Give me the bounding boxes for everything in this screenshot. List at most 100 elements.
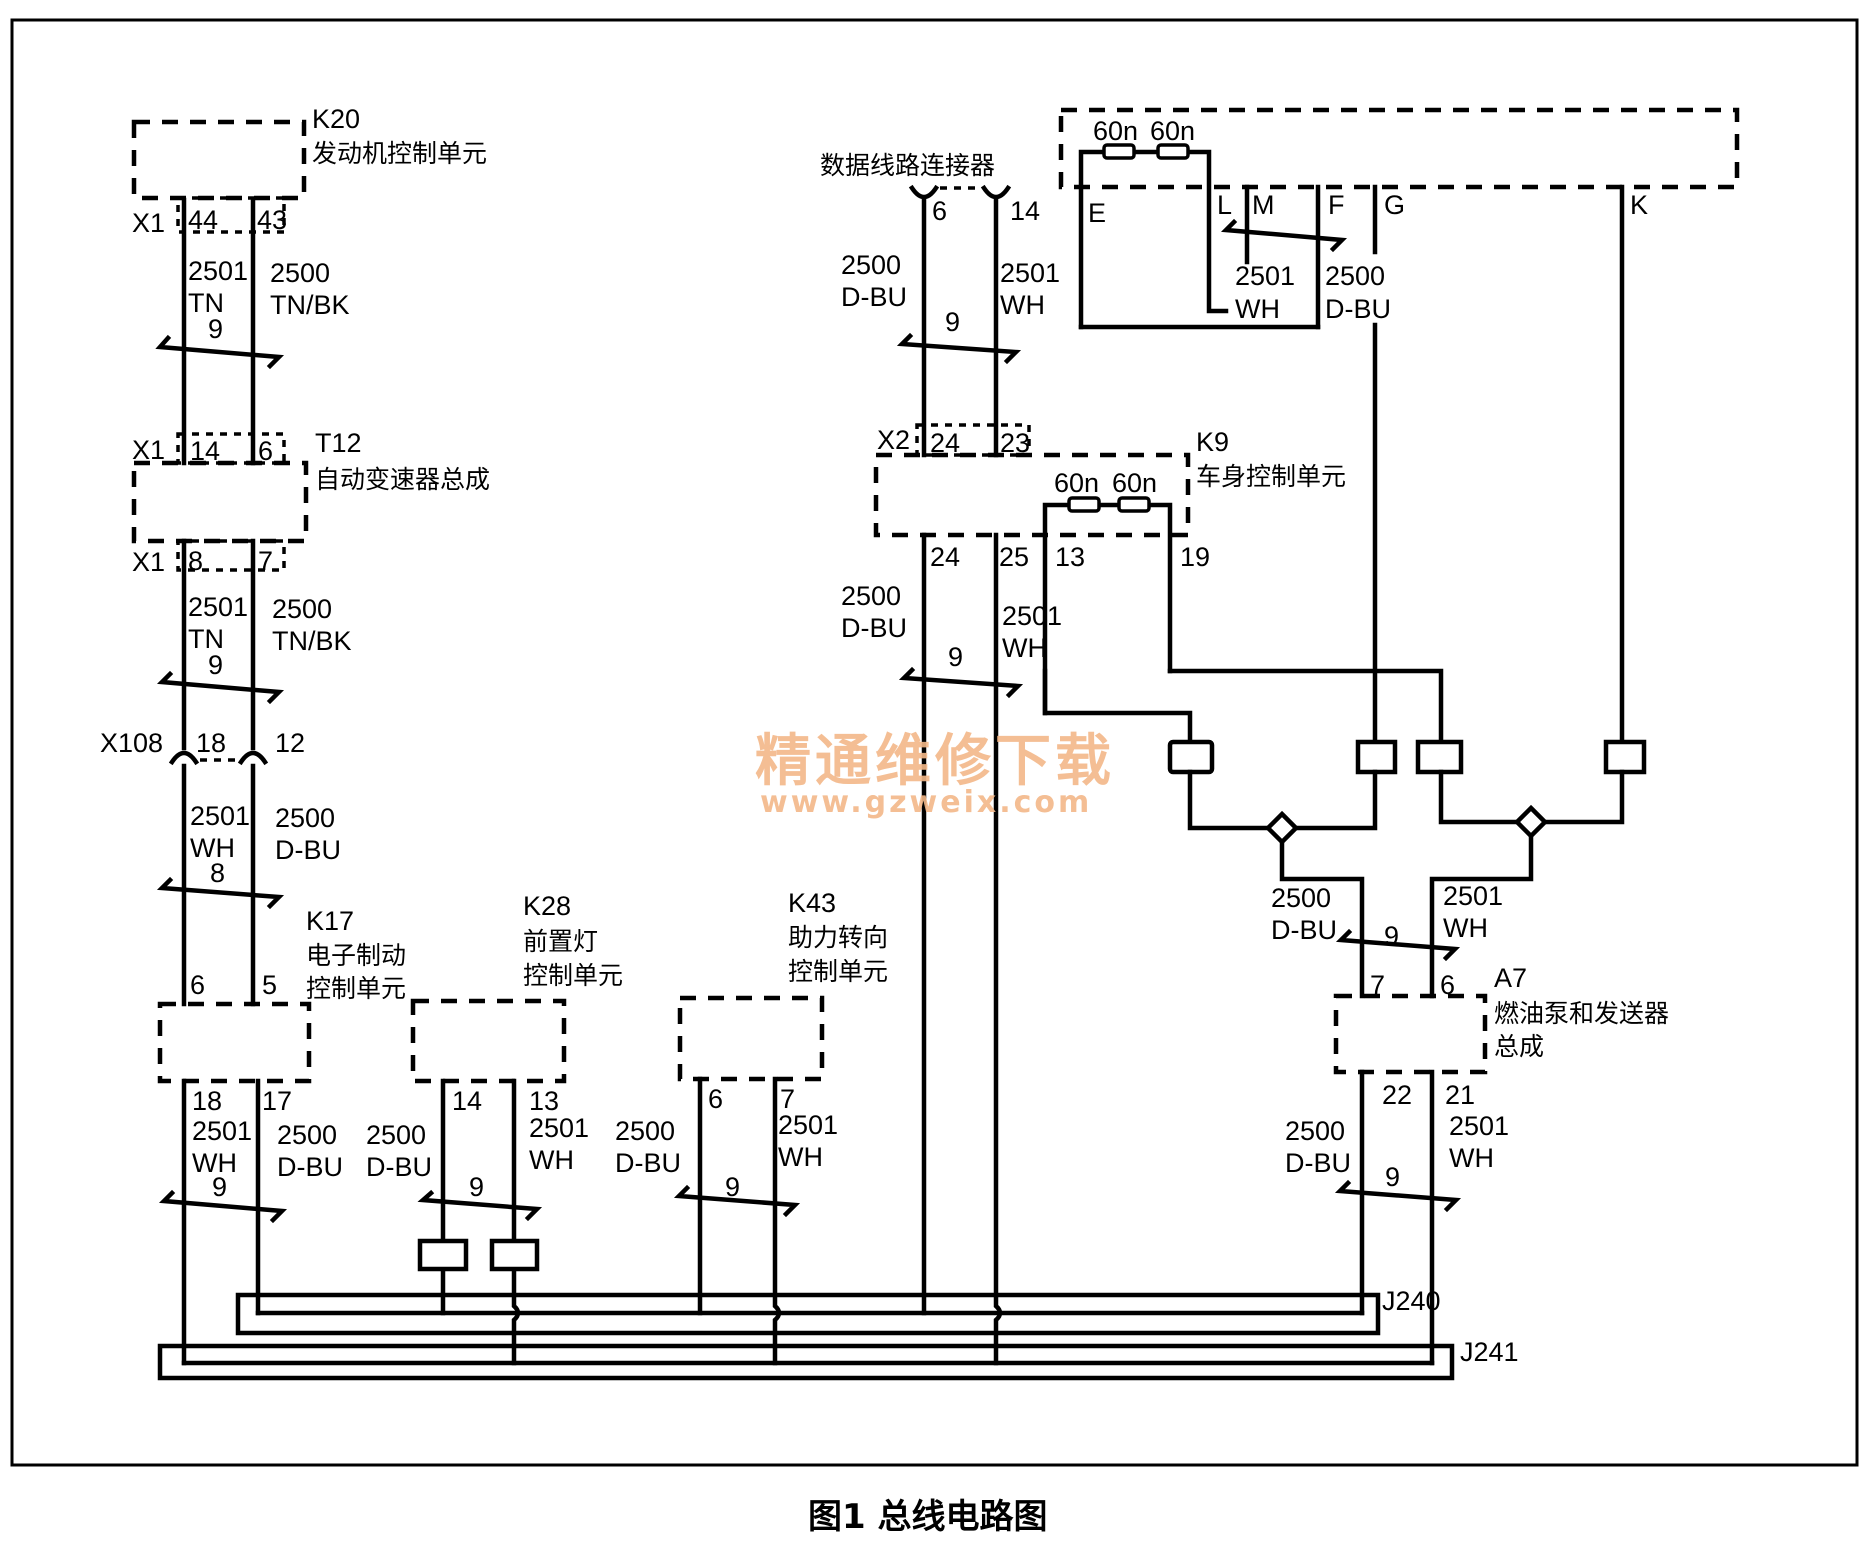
wire-number: 2501 bbox=[1000, 258, 1060, 288]
wire-color: WH bbox=[190, 833, 235, 863]
a7-box bbox=[1333, 993, 1488, 1075]
k9-pin-13: 13 bbox=[1055, 542, 1085, 572]
x108-pin-12: 12 bbox=[275, 728, 305, 758]
wire-color: WH bbox=[778, 1142, 823, 1172]
wire-number: 2500 bbox=[841, 581, 901, 611]
a7-pin-22: 22 bbox=[1382, 1080, 1412, 1110]
wire-color: D-BU bbox=[277, 1152, 343, 1182]
inline-connector-block bbox=[1603, 739, 1647, 775]
wire-color: TN/BK bbox=[270, 290, 350, 320]
wire-k9-19 bbox=[1438, 769, 1520, 825]
t12-top-connector-id: X1 bbox=[132, 435, 165, 465]
wire-pair-k17-bus: 2501 WH 9 2500 D-BU bbox=[158, 1078, 343, 1366]
j241-id: J241 bbox=[1460, 1337, 1519, 1367]
inline-connector-block bbox=[1415, 739, 1464, 775]
k17-pin-6: 6 bbox=[190, 970, 205, 1000]
wire-color: TN bbox=[188, 624, 224, 654]
k17-name-line1: 电子制动 bbox=[306, 941, 406, 970]
twist-count: 9 bbox=[945, 307, 960, 337]
wire-color: WH bbox=[529, 1145, 574, 1175]
wire-number: 2500 bbox=[841, 250, 901, 280]
t12-id: T12 bbox=[315, 428, 362, 458]
twist-count: 8 bbox=[210, 858, 225, 888]
resistor-icon bbox=[1102, 143, 1136, 160]
wire-2500-dbu bbox=[1279, 839, 1365, 999]
k43-id: K43 bbox=[788, 888, 836, 918]
termination-circuit bbox=[1078, 149, 1229, 330]
x108-pin-18: 18 bbox=[196, 728, 226, 758]
resistor-icon bbox=[1067, 496, 1101, 513]
wire-k bbox=[1542, 769, 1625, 825]
k43-name-line2: 控制单元 bbox=[788, 957, 888, 986]
a7-name-line2: 总成 bbox=[1494, 1032, 1544, 1061]
top-right-module: 60n 60n E L M F G K 2501 WH 2500 D-BU bbox=[1058, 107, 1740, 330]
pin-m: M bbox=[1252, 190, 1275, 220]
x108-connector: X108 18 12 bbox=[100, 728, 305, 766]
j241-outline bbox=[157, 1343, 1455, 1381]
dlc-pin-14: 14 bbox=[1010, 196, 1040, 226]
pin-l: L bbox=[1217, 190, 1232, 220]
wire-color: D-BU bbox=[841, 613, 907, 643]
k20-module: K20 发动机控制单元 X1 44 43 bbox=[131, 104, 487, 238]
resistor-icon bbox=[1117, 496, 1151, 513]
resistor-label: 60n bbox=[1150, 116, 1195, 146]
a7-pin-7: 7 bbox=[1370, 970, 1385, 1000]
k28-pin-13: 13 bbox=[529, 1086, 559, 1116]
k20-name: 发动机控制单元 bbox=[312, 139, 487, 168]
k17-name-line2: 控制单元 bbox=[306, 974, 406, 1003]
x108-id: X108 bbox=[100, 728, 163, 758]
k9-resistor-label: 60n bbox=[1054, 468, 1099, 498]
twisted-pair-icon bbox=[158, 1189, 288, 1224]
wire-number: 2500 bbox=[1325, 261, 1385, 291]
wire-2501-wh bbox=[1429, 833, 1534, 999]
twisted-pair-icon bbox=[1334, 1179, 1462, 1213]
wire-number: 2500 bbox=[366, 1120, 426, 1150]
twist-count: 9 bbox=[948, 642, 963, 672]
k17-id: K17 bbox=[306, 906, 354, 936]
wire-color: D-BU bbox=[366, 1152, 432, 1182]
wire-number: 2501 bbox=[1002, 601, 1062, 631]
t12-module: X1 14 6 T12 自动变速器总成 X1 8 7 bbox=[131, 428, 490, 577]
k9-connector-id: X2 bbox=[877, 425, 910, 455]
k20-pin-44: 44 bbox=[188, 205, 218, 235]
wire-color: D-BU bbox=[1271, 915, 1337, 945]
watermark-url: www.gzweix.com bbox=[760, 785, 1092, 820]
splice-diamond-icon bbox=[1513, 804, 1549, 840]
twist-count: 9 bbox=[725, 1172, 740, 1202]
k9-module: X2 24 23 K9 车身控制单元 60n 60n 24 25 13 19 bbox=[873, 423, 1346, 716]
k28-pin-14: 14 bbox=[452, 1086, 482, 1116]
j241-splice-pack: J241 bbox=[157, 1337, 1519, 1381]
a7-id: A7 bbox=[1494, 963, 1527, 993]
twist-count: 9 bbox=[208, 650, 223, 680]
twist-count: 9 bbox=[208, 314, 223, 344]
wire-number: 2500 bbox=[272, 594, 332, 624]
k9-resistor-label: 60n bbox=[1112, 468, 1157, 498]
k43-pin-6: 6 bbox=[708, 1084, 723, 1114]
wire-color: D-BU bbox=[1325, 294, 1391, 324]
wire-color: D-BU bbox=[275, 835, 341, 865]
connector-terminal-icon bbox=[980, 184, 1012, 200]
wire-color: D-BU bbox=[1285, 1148, 1351, 1178]
twisted-pair-icon bbox=[898, 666, 1024, 699]
twisted-pair-icon bbox=[673, 1184, 801, 1218]
wire-color: WH bbox=[1002, 633, 1047, 663]
connector-terminal-icon bbox=[908, 184, 940, 200]
wire-number: 2500 bbox=[1271, 883, 1331, 913]
wire-pair-t12-x108: 2501 TN 9 2500 TN/BK bbox=[156, 538, 352, 751]
connector-terminal-icon bbox=[237, 750, 269, 766]
t12-pin-8: 8 bbox=[188, 546, 203, 576]
twisted-pair-icon bbox=[1220, 218, 1348, 253]
wire-pair-x108-k17: 2501 WH 8 2500 D-BU bbox=[156, 763, 341, 1007]
k43-pin-7: 7 bbox=[780, 1084, 795, 1114]
top-right-module-box bbox=[1058, 107, 1740, 190]
wire-number: 2500 bbox=[1285, 1116, 1345, 1146]
k17-pin-18: 18 bbox=[192, 1086, 222, 1116]
wire-pair-k20-t12: 2501 TN 9 2500 TN/BK bbox=[155, 197, 350, 466]
k17-box bbox=[157, 1001, 312, 1084]
k28-name-line1: 前置灯 bbox=[523, 927, 598, 956]
wire-number: 2501 bbox=[1235, 261, 1295, 291]
wire-number: 2500 bbox=[277, 1120, 337, 1150]
wire-number: 2501 bbox=[529, 1113, 589, 1143]
k9-pin-19: 19 bbox=[1180, 542, 1210, 572]
j240-outline bbox=[235, 1292, 1381, 1336]
